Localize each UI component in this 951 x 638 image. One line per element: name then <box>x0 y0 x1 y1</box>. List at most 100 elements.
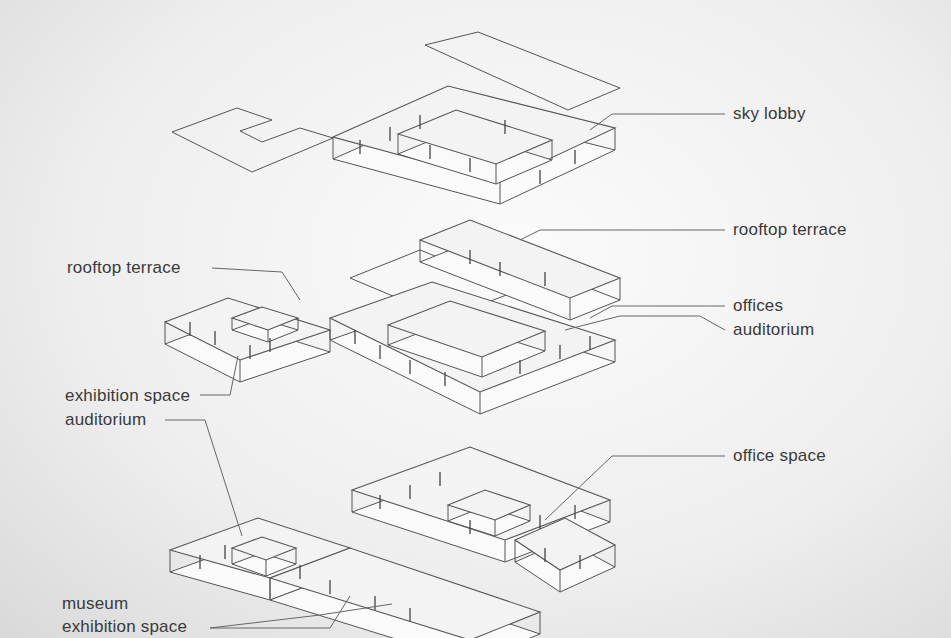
column <box>379 495 380 509</box>
plate-edge <box>352 490 353 512</box>
plate-edge <box>540 612 541 634</box>
column <box>469 158 470 172</box>
plate-top <box>165 298 330 360</box>
plate-edge <box>240 360 241 382</box>
column <box>214 331 215 345</box>
column <box>574 150 575 164</box>
column <box>389 127 390 141</box>
plate-edge <box>530 505 531 521</box>
callout-label: rooftop terrace <box>733 220 847 240</box>
leader-line <box>520 230 725 240</box>
plate-edge <box>545 331 546 351</box>
column <box>429 145 430 159</box>
plate-edge <box>615 340 616 362</box>
column <box>469 520 470 534</box>
column <box>409 485 410 499</box>
column <box>299 565 300 579</box>
plate-edge <box>333 137 334 159</box>
column <box>589 336 590 350</box>
plate-edge <box>420 240 421 262</box>
column <box>539 170 540 184</box>
left-wing <box>165 298 330 382</box>
callout-label: auditorium <box>65 410 146 430</box>
sky-lobby-outline <box>172 108 333 172</box>
column <box>444 372 445 386</box>
leader-line <box>210 604 392 628</box>
plate-edge <box>165 322 166 344</box>
column <box>559 345 560 359</box>
office-annex <box>515 518 615 592</box>
plate-top <box>330 282 615 392</box>
leader-line <box>212 268 300 300</box>
plate-edge <box>482 357 483 377</box>
courtyard-block <box>388 301 545 377</box>
callout-label: sky lobby <box>733 104 806 124</box>
plate-edge <box>552 140 553 160</box>
callout-label: museum <box>62 594 128 614</box>
main-floor <box>330 282 615 414</box>
auditorium-box <box>232 537 296 576</box>
column <box>469 250 470 264</box>
column <box>419 115 420 129</box>
plate-edge <box>515 540 516 562</box>
column <box>189 322 190 336</box>
sky-lobby-courtyard <box>398 110 552 184</box>
plate-edge <box>232 548 233 564</box>
plate-edge <box>232 318 233 330</box>
plate-edge <box>268 330 269 342</box>
plate-edge <box>298 318 299 330</box>
plate-top <box>270 548 540 638</box>
plate-edge <box>266 560 267 576</box>
callout-label: rooftop terrace <box>67 258 181 278</box>
plate-top <box>515 518 615 570</box>
column <box>249 345 250 359</box>
column <box>544 548 545 562</box>
column <box>544 272 545 286</box>
leader-line <box>210 596 350 628</box>
column <box>329 580 330 594</box>
leader-line <box>165 420 242 536</box>
plate-edge <box>610 500 611 522</box>
office-core <box>448 490 530 536</box>
exhibition-band <box>270 548 540 638</box>
plate-edge <box>270 578 271 600</box>
column <box>269 338 270 352</box>
plate-edge <box>615 128 616 150</box>
plate-top <box>448 490 530 520</box>
plate-edge <box>480 392 481 414</box>
plate-top <box>420 220 620 298</box>
plate-edge <box>398 134 399 154</box>
plate-edge <box>496 164 497 184</box>
column <box>354 330 355 344</box>
column <box>519 360 520 374</box>
plate-edge <box>500 182 501 204</box>
callout-label: offices <box>733 296 783 316</box>
plate-edge <box>505 540 506 562</box>
column <box>374 596 375 610</box>
column <box>574 505 575 519</box>
plate-edge <box>330 318 331 340</box>
leader-line <box>545 456 725 520</box>
column <box>409 360 410 374</box>
sky-lobby-ring <box>333 86 615 204</box>
plate-edge <box>270 578 271 600</box>
callout-label: office space <box>733 446 826 466</box>
column <box>224 545 225 559</box>
column <box>439 472 440 486</box>
plate-top <box>232 537 296 560</box>
callout-label: exhibition space <box>65 386 190 406</box>
plate-edge <box>495 520 496 536</box>
column <box>539 515 540 529</box>
callout-label: auditorium <box>733 320 814 340</box>
plate-edge <box>620 278 621 300</box>
plate-edge <box>560 570 561 592</box>
column <box>499 262 500 276</box>
leader-line <box>565 316 725 330</box>
terrace-room <box>232 307 298 342</box>
plate-edge <box>448 505 449 521</box>
plate-edge <box>170 550 171 572</box>
column <box>379 345 380 359</box>
plate-top <box>232 307 298 330</box>
column <box>409 608 410 622</box>
